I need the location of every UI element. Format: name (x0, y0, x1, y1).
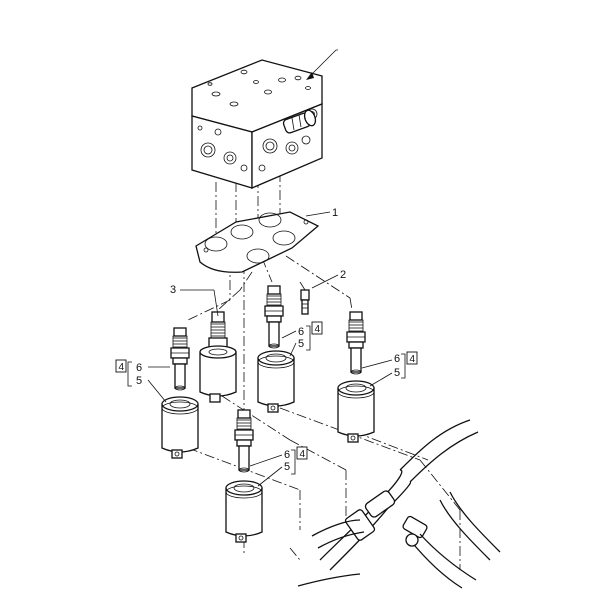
solenoid-valve-3 (199, 311, 237, 403)
callout-group-a-6: 6 (136, 362, 142, 374)
callout-group-b-4: 4 (315, 324, 321, 335)
bolt (300, 289, 310, 315)
callout-group-d-6: 6 (284, 449, 290, 461)
cartridge-d (234, 409, 254, 473)
cartridge-c (346, 311, 366, 375)
solenoid-assemblies (161, 285, 375, 543)
callout-group-d: 654 (249, 446, 308, 487)
callouts: 1 2 3 (170, 207, 346, 317)
callout-1: 1 (332, 207, 338, 219)
callout-group-a-4: 4 (119, 362, 125, 373)
callout-3: 3 (170, 284, 176, 296)
callout-group-c-6: 6 (394, 353, 400, 365)
callout-group-b-6: 6 (298, 326, 304, 338)
callout-group-d-5: 5 (284, 461, 290, 473)
valve-block (191, 42, 414, 189)
callout-group-a: 654 (115, 359, 170, 403)
cartridge-b (264, 285, 284, 349)
coil-d (225, 480, 263, 543)
coil-b (257, 350, 295, 413)
hoses (297, 419, 501, 589)
callout-group-c: 6 54 (361, 351, 418, 387)
coil-a (161, 396, 199, 459)
gasket (195, 211, 320, 273)
callout-group-c-4: 4 (410, 354, 416, 365)
callout-group-b-5: 5 (298, 338, 304, 350)
cartridge-a (170, 327, 190, 391)
callout-group-b: 654 (281, 321, 323, 357)
callout-group-a-5: 5 (136, 375, 142, 387)
callout-group-c-5: 5 (394, 367, 400, 379)
callout-2: 2 (340, 269, 346, 281)
projection-lines (187, 172, 461, 570)
coil-c (337, 380, 375, 443)
callout-group-d-4: 4 (300, 449, 306, 460)
